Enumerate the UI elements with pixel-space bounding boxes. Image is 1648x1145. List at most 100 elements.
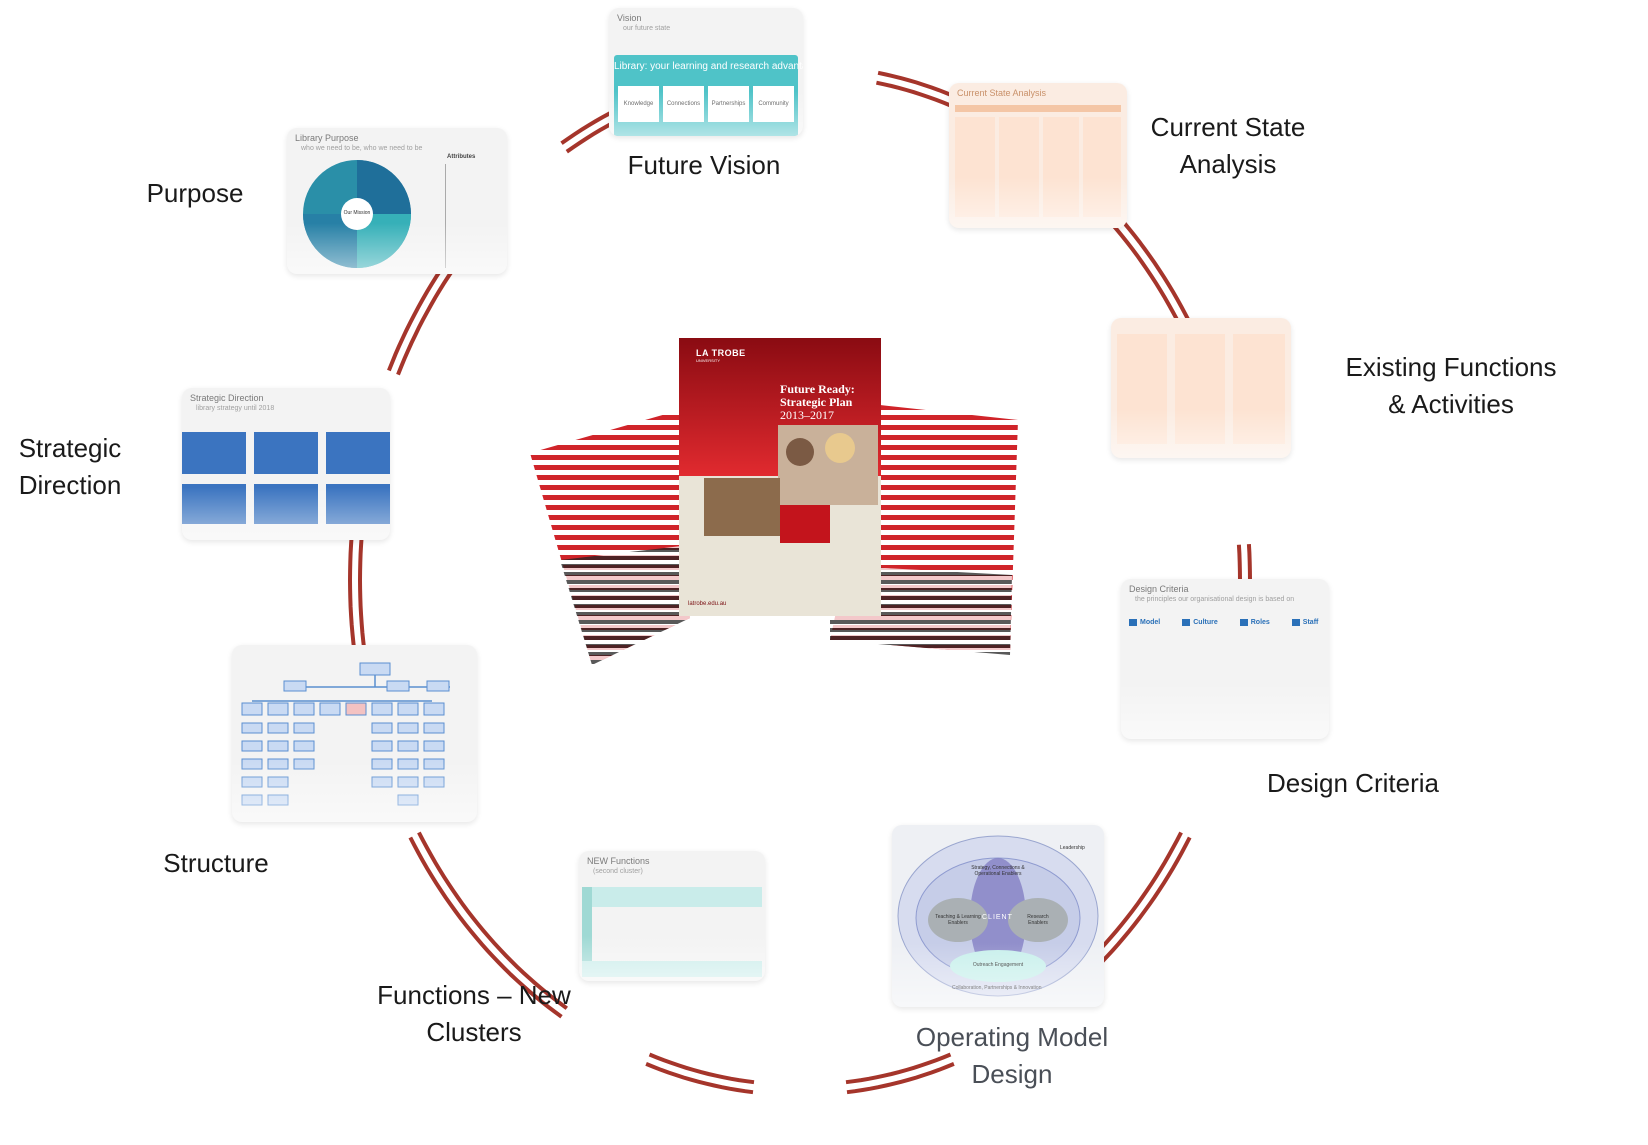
label-line: Operating Model [915, 1022, 1109, 1052]
vision-box: Knowledge [618, 86, 659, 122]
strategic-direction-label: Strategic Direction [0, 430, 140, 504]
purpose-label: Purpose [146, 178, 244, 208]
org-box [371, 776, 393, 788]
plan-title-line: 2013–2017 [780, 408, 834, 422]
purpose-thumbnail: Library Purpose who we need to be, who w… [287, 128, 507, 274]
org-box [397, 794, 419, 806]
org-box [293, 758, 315, 770]
thumb-title: Current State Analysis [957, 88, 1047, 98]
label-line: Analysis [1179, 149, 1277, 179]
functions-clusters-label: Functions – New Clusters [354, 977, 594, 1051]
photo-person-2 [825, 433, 855, 463]
label-line: Functions – New [377, 980, 571, 1010]
org-box [423, 776, 445, 788]
existing-functions-thumbnail [1111, 318, 1291, 458]
org-box [283, 680, 307, 692]
structure-thumbnail [232, 645, 477, 822]
om-ring-text: Collaboration, Partnerships & Innovation [952, 985, 1042, 991]
org-box [371, 702, 393, 716]
org-box [423, 758, 445, 770]
brand-sub: UNIVERSITY [696, 358, 721, 363]
left-brochure-bottom [560, 545, 690, 665]
design-criteria-label: Design Criteria [1267, 768, 1439, 798]
vision-banner: Library: your learning and research adva… [614, 55, 803, 136]
plan-title-line: Future Ready: [780, 382, 855, 396]
plan-url: latrobe.edu.au [688, 601, 727, 607]
org-box [241, 776, 263, 788]
operating-model-thumbnail: CLIENT Teaching & Learning Enablers Rese… [892, 825, 1104, 1007]
label-line: Strategic [18, 433, 122, 463]
ring-segment-line [645, 1062, 754, 1095]
org-box [371, 740, 393, 752]
thumb-subtitle: library strategy until 2018 [196, 405, 275, 412]
org-box [423, 702, 445, 716]
label-line: Design [971, 1059, 1053, 1089]
design-criteria-thumbnail: Design Criteria the principles our organ… [1121, 579, 1329, 739]
label-line: Current State [1150, 112, 1306, 142]
label-line: Clusters [426, 1017, 522, 1047]
current-state-label: Current State Analysis [1128, 109, 1328, 183]
plan-brand: LA TROBE UNIVERSITY [696, 348, 746, 363]
org-box [371, 758, 393, 770]
thumb-subtitle: (second cluster) [593, 868, 643, 875]
vision-box: Community [753, 86, 794, 122]
ring-segment-line [845, 1052, 952, 1085]
plan-title-line: Strategic Plan [780, 395, 853, 409]
criteria-column: Roles [1239, 619, 1270, 626]
ring-segment-line [408, 836, 563, 1019]
plan-title: Future Ready: Strategic Plan 2013–2017 [780, 383, 855, 422]
om-left: Teaching & Learning Enablers [935, 914, 981, 926]
thumb-title: NEW Functions [587, 856, 650, 866]
ring-segments [347, 70, 1253, 1095]
org-box [267, 740, 289, 752]
thumb-subtitle: the principles our organisational design… [1135, 596, 1295, 603]
org-box [397, 776, 419, 788]
org-box [371, 722, 393, 734]
ring-segment-line [648, 1052, 755, 1085]
label-line: & Activities [1388, 389, 1514, 419]
org-box [423, 740, 445, 752]
om-center: CLIENT [982, 914, 1013, 921]
om-bottom: Outreach Engagement [972, 962, 1024, 968]
org-box [241, 740, 263, 752]
purpose-side-title: Attributes [447, 154, 476, 160]
strategic-plan-stack [530, 338, 1018, 665]
org-box [293, 740, 315, 752]
org-box [386, 680, 410, 692]
ring-segment-line [846, 1062, 955, 1095]
org-box [397, 702, 419, 716]
thumb-subtitle: our future state [623, 25, 671, 32]
thumb-subtitle: who we need to be, who we need to be [301, 145, 423, 152]
thumb-title: Strategic Direction [190, 393, 264, 403]
existing-functions-label: Existing Functions & Activities [1331, 349, 1571, 423]
org-box [241, 722, 263, 734]
org-box [345, 702, 367, 716]
future-vision-label: Future Vision [627, 150, 781, 180]
label-line: Direction [18, 470, 122, 500]
plan-red-block [780, 505, 830, 543]
org-box [241, 702, 263, 716]
org-box [267, 776, 289, 788]
plan-photo-library [704, 478, 780, 536]
future-vision-thumbnail: Vision our future state Library: your le… [609, 8, 803, 136]
vision-banner-text: Library: your learning and research adva… [614, 61, 803, 72]
thumb-title: Library Purpose [295, 133, 359, 143]
vision-box: Partnerships [708, 86, 749, 122]
plan-photo-students [778, 425, 878, 505]
org-box [267, 722, 289, 734]
org-box [267, 794, 289, 806]
thumb-title: Design Criteria [1129, 584, 1189, 594]
current-state-thumbnail: Current State Analysis [949, 83, 1127, 228]
om-top: Strategy, Connections & Operational Enab… [971, 865, 1025, 877]
purpose-wheel [303, 160, 411, 268]
brand-name: LA TROBE [696, 348, 746, 358]
org-box [397, 740, 419, 752]
strategic-direction-thumbnail: Strategic Direction library strategy unt… [182, 388, 390, 540]
org-box [319, 702, 341, 716]
functions-clusters-thumbnail: NEW Functions (second cluster) [579, 851, 765, 981]
om-right: Research Enablers [1027, 914, 1049, 926]
org-box [293, 722, 315, 734]
photo-person-1 [786, 438, 814, 466]
org-chart [241, 662, 450, 806]
